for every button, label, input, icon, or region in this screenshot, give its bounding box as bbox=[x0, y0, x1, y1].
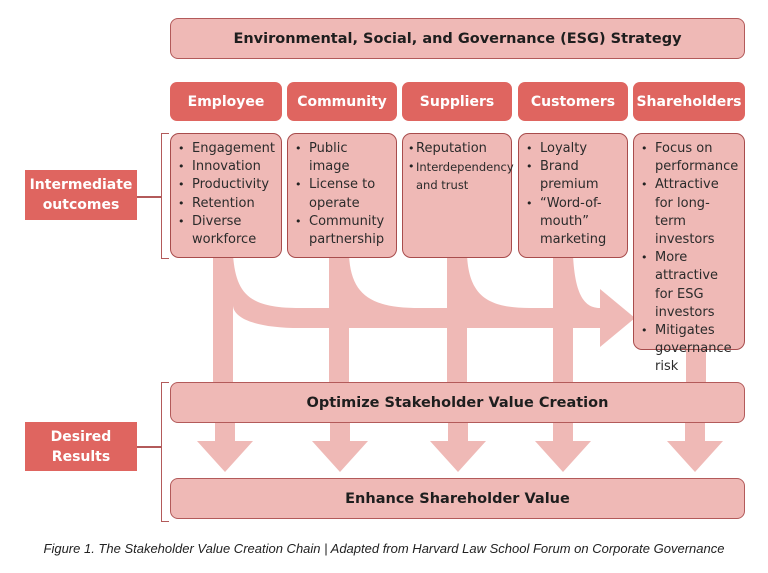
merge-curve-employee bbox=[233, 255, 300, 328]
outcome-item: Interdependency and trust bbox=[408, 158, 514, 194]
header-customers: Customers bbox=[518, 82, 628, 121]
header-community: Community bbox=[287, 82, 397, 121]
outcome-item: License to operate bbox=[293, 176, 392, 212]
header-label: Employee bbox=[187, 93, 265, 110]
label-intermediate-outcomes: Intermediate outcomes bbox=[25, 170, 137, 220]
header-suppliers: Suppliers bbox=[402, 82, 512, 121]
outcome-item: Mitigates governance risk bbox=[639, 322, 740, 377]
outcome-item: Loyalty bbox=[524, 140, 623, 158]
outcome-item: Focus on performance bbox=[639, 140, 740, 176]
esg-strategy-banner: Environmental, Social, and Governance (E… bbox=[170, 18, 745, 59]
down-arrow bbox=[535, 420, 591, 472]
header-label: Community bbox=[297, 93, 387, 110]
header-shareholders: Shareholders bbox=[633, 82, 745, 121]
outcomes-community: Public image License to operate Communit… bbox=[287, 133, 397, 258]
merge-curve-customers bbox=[573, 255, 600, 318]
merge-arrowhead bbox=[600, 289, 635, 347]
down-arrow bbox=[667, 420, 723, 472]
down-arrow bbox=[312, 420, 368, 472]
outcomes-suppliers: Reputation Interdependency and trust bbox=[402, 133, 514, 258]
outcome-item: Reputation bbox=[408, 140, 507, 158]
merge-curve-community bbox=[349, 255, 420, 318]
label-text: Desired Results bbox=[50, 428, 112, 465]
down-arrow bbox=[197, 420, 253, 472]
outcome-item: Brand premium bbox=[524, 158, 623, 194]
outcome-item: “Word-of-mouth” marketing bbox=[524, 195, 623, 250]
outcome-item: Attractive for long-term investors bbox=[639, 176, 740, 249]
bracket-connector bbox=[137, 196, 162, 198]
bracket-connector bbox=[137, 446, 162, 448]
bracket-intermediate bbox=[161, 133, 169, 259]
shaft-employee bbox=[213, 255, 233, 385]
figure-caption: Figure 1. The Stakeholder Value Creation… bbox=[43, 541, 725, 556]
outcomes-shareholders: Focus on performance Attractive for long… bbox=[633, 133, 745, 374]
merge-curve-suppliers bbox=[467, 255, 530, 318]
outcome-item: Innovation bbox=[176, 158, 277, 176]
outcome-item: Engagement bbox=[176, 140, 277, 158]
header-employee: Employee bbox=[170, 82, 282, 121]
header-label: Suppliers bbox=[419, 93, 495, 110]
esg-strategy-title: Environmental, Social, and Governance (E… bbox=[233, 30, 682, 47]
enhance-value-text: Enhance Shareholder Value bbox=[345, 490, 570, 507]
label-text: Intermediate outcomes bbox=[29, 177, 133, 213]
bracket-desired bbox=[161, 382, 169, 522]
outcomes-employee: Engagement Innovation Productivity Reten… bbox=[170, 133, 282, 258]
enhance-value-bar: Enhance Shareholder Value bbox=[170, 478, 745, 519]
header-label: Shareholders bbox=[636, 93, 742, 110]
header-label: Customers bbox=[530, 93, 616, 110]
optimize-value-bar: Optimize Stakeholder Value Creation bbox=[170, 382, 745, 423]
outcomes-customers: Loyalty Brand premium “Word-of-mouth” ma… bbox=[518, 133, 628, 258]
outcome-item: Public image bbox=[293, 140, 392, 176]
label-desired-results: Desired Results bbox=[25, 422, 137, 471]
outcome-item: Community partnership bbox=[293, 213, 392, 249]
down-arrow bbox=[430, 420, 486, 472]
outcome-item: Productivity bbox=[176, 176, 277, 194]
merge-band bbox=[300, 308, 602, 328]
outcome-item: Retention bbox=[176, 195, 277, 213]
outcome-item: More attractive for ESG investors bbox=[639, 249, 740, 322]
optimize-value-text: Optimize Stakeholder Value Creation bbox=[306, 394, 609, 411]
outcome-item: Diverse workforce bbox=[176, 213, 277, 249]
